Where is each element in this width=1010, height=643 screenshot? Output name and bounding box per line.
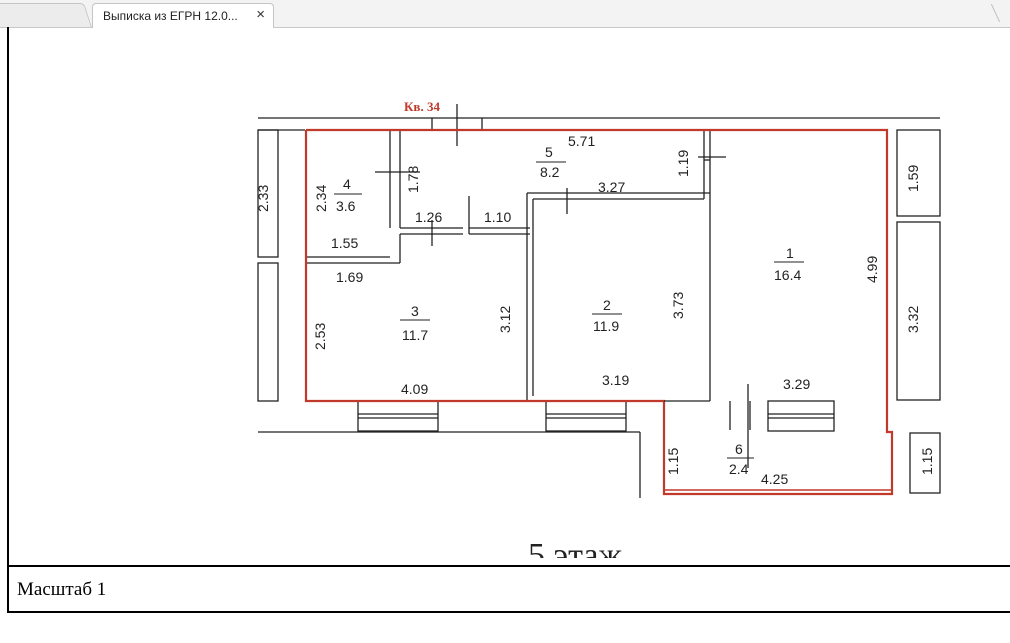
dimension-label: 1.19: [675, 150, 691, 177]
room-1-area: 16.4: [774, 267, 801, 283]
dimension-label: 4.99: [864, 256, 880, 283]
dimension-label: 2.33: [255, 185, 271, 212]
room-4-number: 4: [343, 176, 351, 192]
scale-label: Масштаб 1: [17, 579, 107, 600]
dimension-label: 2.34: [313, 185, 329, 212]
dimension-label: 1.78: [405, 166, 421, 193]
tab-title: Выписка из ЕГРН 12.0...: [103, 9, 238, 23]
dimension-label: 1.15: [919, 448, 935, 475]
room-3-number: 3: [411, 303, 419, 319]
dimension-label: 1.55: [331, 235, 358, 251]
tab-document[interactable]: Выписка из ЕГРН 12.0... ×: [92, 3, 274, 28]
room-5-area: 8.2: [540, 164, 560, 180]
dimension-label: 3.27: [598, 179, 625, 195]
room-6-area: 2.4: [729, 461, 749, 477]
dimension-label: 4.09: [401, 381, 428, 397]
dimension-label: 1.15: [665, 448, 681, 475]
window-corner: [990, 4, 1010, 22]
close-icon[interactable]: ×: [256, 6, 265, 23]
dimension-label: 3.73: [670, 292, 686, 319]
floor-label: 5 этаж: [528, 537, 622, 558]
room-2-area: 11.9: [593, 318, 619, 334]
room-3-area: 11.7: [402, 327, 428, 343]
scale-box: Масштаб 1: [7, 565, 1010, 613]
dimension-label: 3.19: [602, 372, 629, 388]
dimension-label: 3.32: [905, 306, 921, 333]
room-2-number: 2: [603, 297, 611, 313]
floor-plan: Кв. 34 4 3.6 5 8.2 1 16.4 2 11.9 3 11.7 …: [255, 99, 941, 558]
dimension-label: 1.10: [484, 209, 511, 225]
dimension-label: 5.71: [568, 133, 595, 149]
dimension-label: 2.53: [312, 323, 328, 350]
tab-bar: Выписка из ЕГРН 12.0... ×: [0, 0, 1010, 28]
dimension-label: 1.59: [905, 165, 921, 192]
dimension-label: 3.29: [783, 376, 810, 392]
apartment-label: Кв. 34: [404, 99, 440, 114]
room-1-number: 1: [786, 245, 794, 261]
room-5-number: 5: [545, 144, 553, 160]
dimension-label: 1.69: [336, 269, 363, 285]
dimension-label: 1.26: [415, 209, 442, 225]
room-6-number: 6: [735, 441, 743, 457]
dimension-label: 3.12: [497, 306, 513, 333]
room-4-area: 3.6: [336, 198, 356, 214]
tab-empty[interactable]: [0, 3, 92, 27]
dimension-label: 4.25: [761, 471, 788, 487]
